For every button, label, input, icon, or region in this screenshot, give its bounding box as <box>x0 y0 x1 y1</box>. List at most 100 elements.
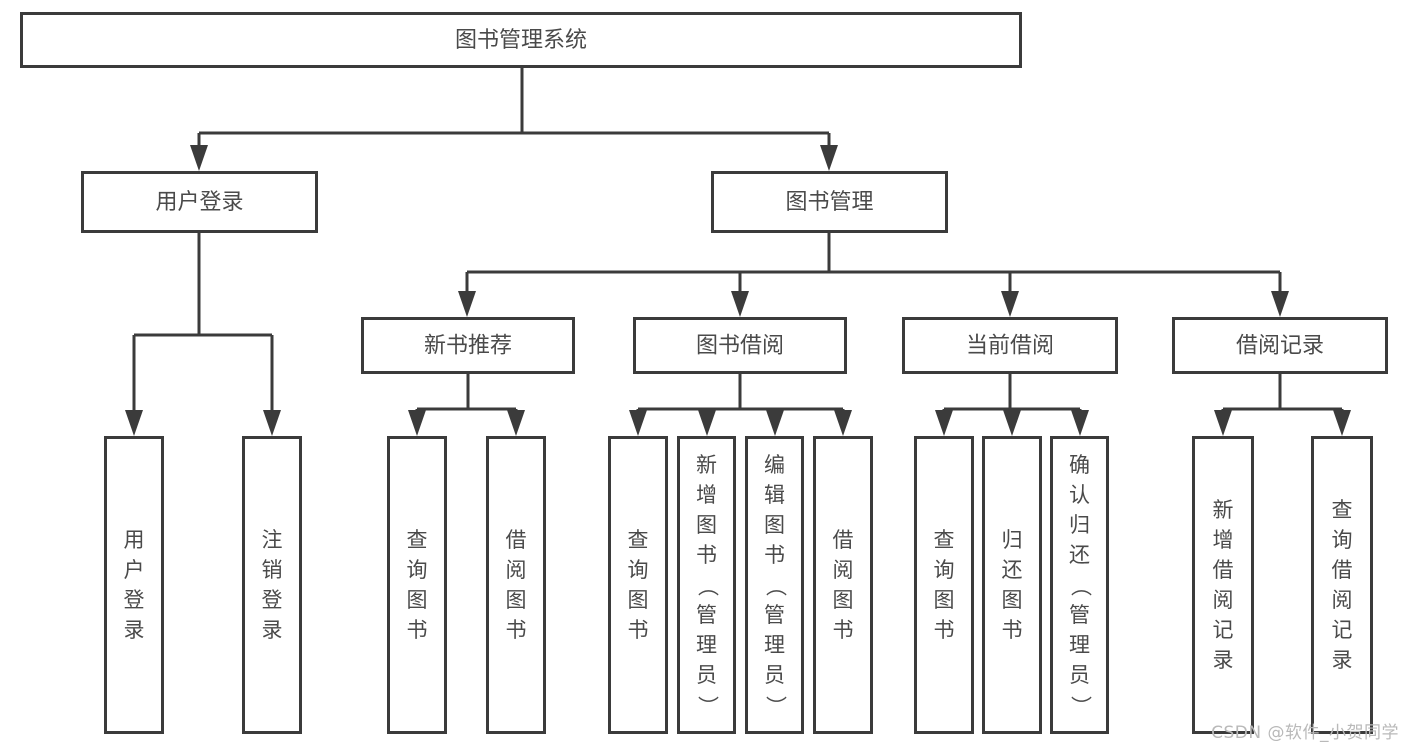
node-label-char: 增 <box>696 483 717 507</box>
node-label-char: 新 <box>1213 498 1234 522</box>
arrowhead-icon <box>629 410 647 436</box>
connector-current-borrow-fanout <box>935 374 1089 436</box>
node-box[interactable] <box>677 436 736 734</box>
node-box[interactable] <box>902 317 1118 374</box>
node-box[interactable] <box>361 317 575 374</box>
node-book-borrow[interactable]: 图书借阅 <box>633 317 847 374</box>
arrowhead-icon <box>1071 410 1089 436</box>
node-label-char: 记 <box>1332 618 1353 642</box>
node-label-char: 管 <box>764 603 785 627</box>
node-box[interactable] <box>1311 436 1373 734</box>
node-label: 图书借阅 <box>696 334 784 359</box>
node-box[interactable] <box>711 171 948 233</box>
node-label-char: 记 <box>1213 618 1234 642</box>
node-label-char: ） <box>696 696 720 717</box>
node-label-char: 查 <box>407 528 428 552</box>
node-new-book-recommend[interactable]: 新书推荐 <box>361 317 575 374</box>
node-label-char: 书 <box>934 618 955 642</box>
node-label-char: 录 <box>262 618 283 642</box>
arrowhead-icon <box>125 410 143 436</box>
node-box[interactable] <box>633 317 847 374</box>
node-label-char: 图 <box>764 513 785 537</box>
node-label-char: 图 <box>833 588 854 612</box>
node-book-manage[interactable]: 图书管理 <box>711 171 948 233</box>
node-label-char: 辑 <box>764 483 785 507</box>
arrowhead-icon <box>766 410 784 436</box>
arrowhead-icon <box>1271 291 1289 317</box>
node-box[interactable] <box>914 436 974 734</box>
arrowhead-icon <box>458 291 476 317</box>
node-label-char: 用 <box>124 528 145 552</box>
node-label-char: 登 <box>124 588 145 612</box>
node-label-char: ） <box>1069 696 1093 717</box>
node-label-char: 员 <box>764 663 785 687</box>
node-label-char: 借 <box>833 528 854 552</box>
arrowhead-icon <box>834 410 852 436</box>
node-box[interactable] <box>1050 436 1109 734</box>
node-label-char: 阅 <box>833 558 854 582</box>
node-borrow-record[interactable]: 借阅记录 <box>1172 317 1388 374</box>
node-user-login[interactable]: 用户登录 <box>81 171 318 233</box>
node-label: 用户登录 <box>155 190 243 215</box>
arrowhead-icon <box>507 410 525 436</box>
node-label-char: 理 <box>696 633 717 657</box>
node-box[interactable] <box>745 436 804 734</box>
node-label-char: 员 <box>1069 663 1090 687</box>
node-label: 新书推荐 <box>424 334 512 359</box>
node-box[interactable] <box>608 436 668 734</box>
node-box[interactable] <box>20 12 1022 68</box>
node-label: 借阅记录 <box>1236 334 1324 359</box>
node-box[interactable] <box>1172 317 1388 374</box>
node-box[interactable] <box>81 171 318 233</box>
node-box[interactable] <box>387 436 447 734</box>
node-label-char: 借 <box>506 528 527 552</box>
node-label-char: 员 <box>696 663 717 687</box>
node-label-char: 询 <box>1332 528 1353 552</box>
node-label-char: 增 <box>1213 528 1234 552</box>
arrowhead-icon <box>1333 410 1351 436</box>
node-label-char: 销 <box>262 558 283 582</box>
node-label-char: （ <box>1069 576 1093 597</box>
node-box[interactable] <box>242 436 302 734</box>
node-box[interactable] <box>1192 436 1254 734</box>
node-root[interactable]: 图书管理系统 <box>20 12 1022 68</box>
node-label-char: 图 <box>506 588 527 612</box>
node-label-char: 书 <box>628 618 649 642</box>
node-label-char: 管 <box>1069 603 1090 627</box>
node-label-char: 编 <box>764 453 785 477</box>
connector-root-fanout <box>190 68 838 171</box>
node-label-char: 查 <box>934 528 955 552</box>
node-label-char: 阅 <box>506 558 527 582</box>
connector-layer <box>125 68 1351 436</box>
node-current-borrow[interactable]: 当前借阅 <box>902 317 1118 374</box>
node-box[interactable] <box>104 436 164 734</box>
node-label-char: 书 <box>1002 618 1023 642</box>
arrowhead-icon <box>731 291 749 317</box>
node-label-char: 阅 <box>1213 588 1234 612</box>
node-box[interactable] <box>813 436 873 734</box>
node-box[interactable] <box>982 436 1042 734</box>
node-label-char: 户 <box>124 558 145 582</box>
arrowhead-icon <box>1003 410 1021 436</box>
node-label-char: 书 <box>696 543 717 567</box>
node-label-char: 书 <box>407 618 428 642</box>
connector-book-manage-fanout <box>458 233 1289 317</box>
node-leaf-user-login[interactable]: 用户登录 <box>104 436 164 734</box>
node-label-char: 书 <box>833 618 854 642</box>
node-label-char: 归 <box>1002 528 1023 552</box>
node-label-char: 录 <box>124 618 145 642</box>
node-box[interactable] <box>486 436 546 734</box>
